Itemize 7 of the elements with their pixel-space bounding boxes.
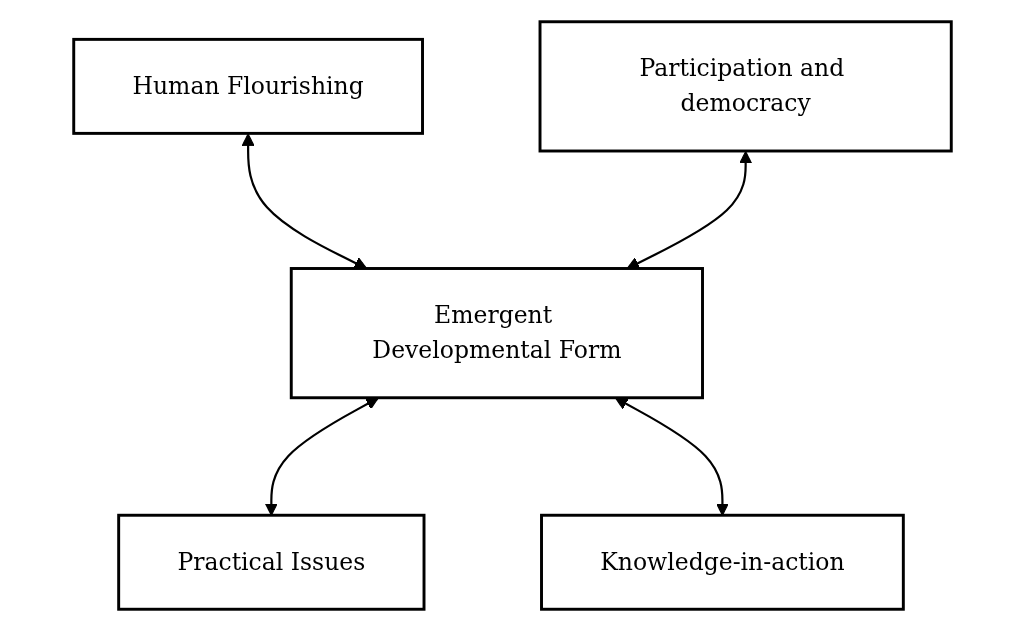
- node-box: Practical Issues: [117, 513, 426, 611]
- node-box: Emergent Developmental Form: [289, 267, 704, 400]
- node-box: Human Flourishing: [72, 37, 424, 135]
- node-box: Knowledge-in-action: [540, 513, 905, 611]
- arrow: [614, 397, 729, 516]
- arrow: [264, 397, 379, 516]
- node-box: Participation and democracy: [538, 20, 953, 153]
